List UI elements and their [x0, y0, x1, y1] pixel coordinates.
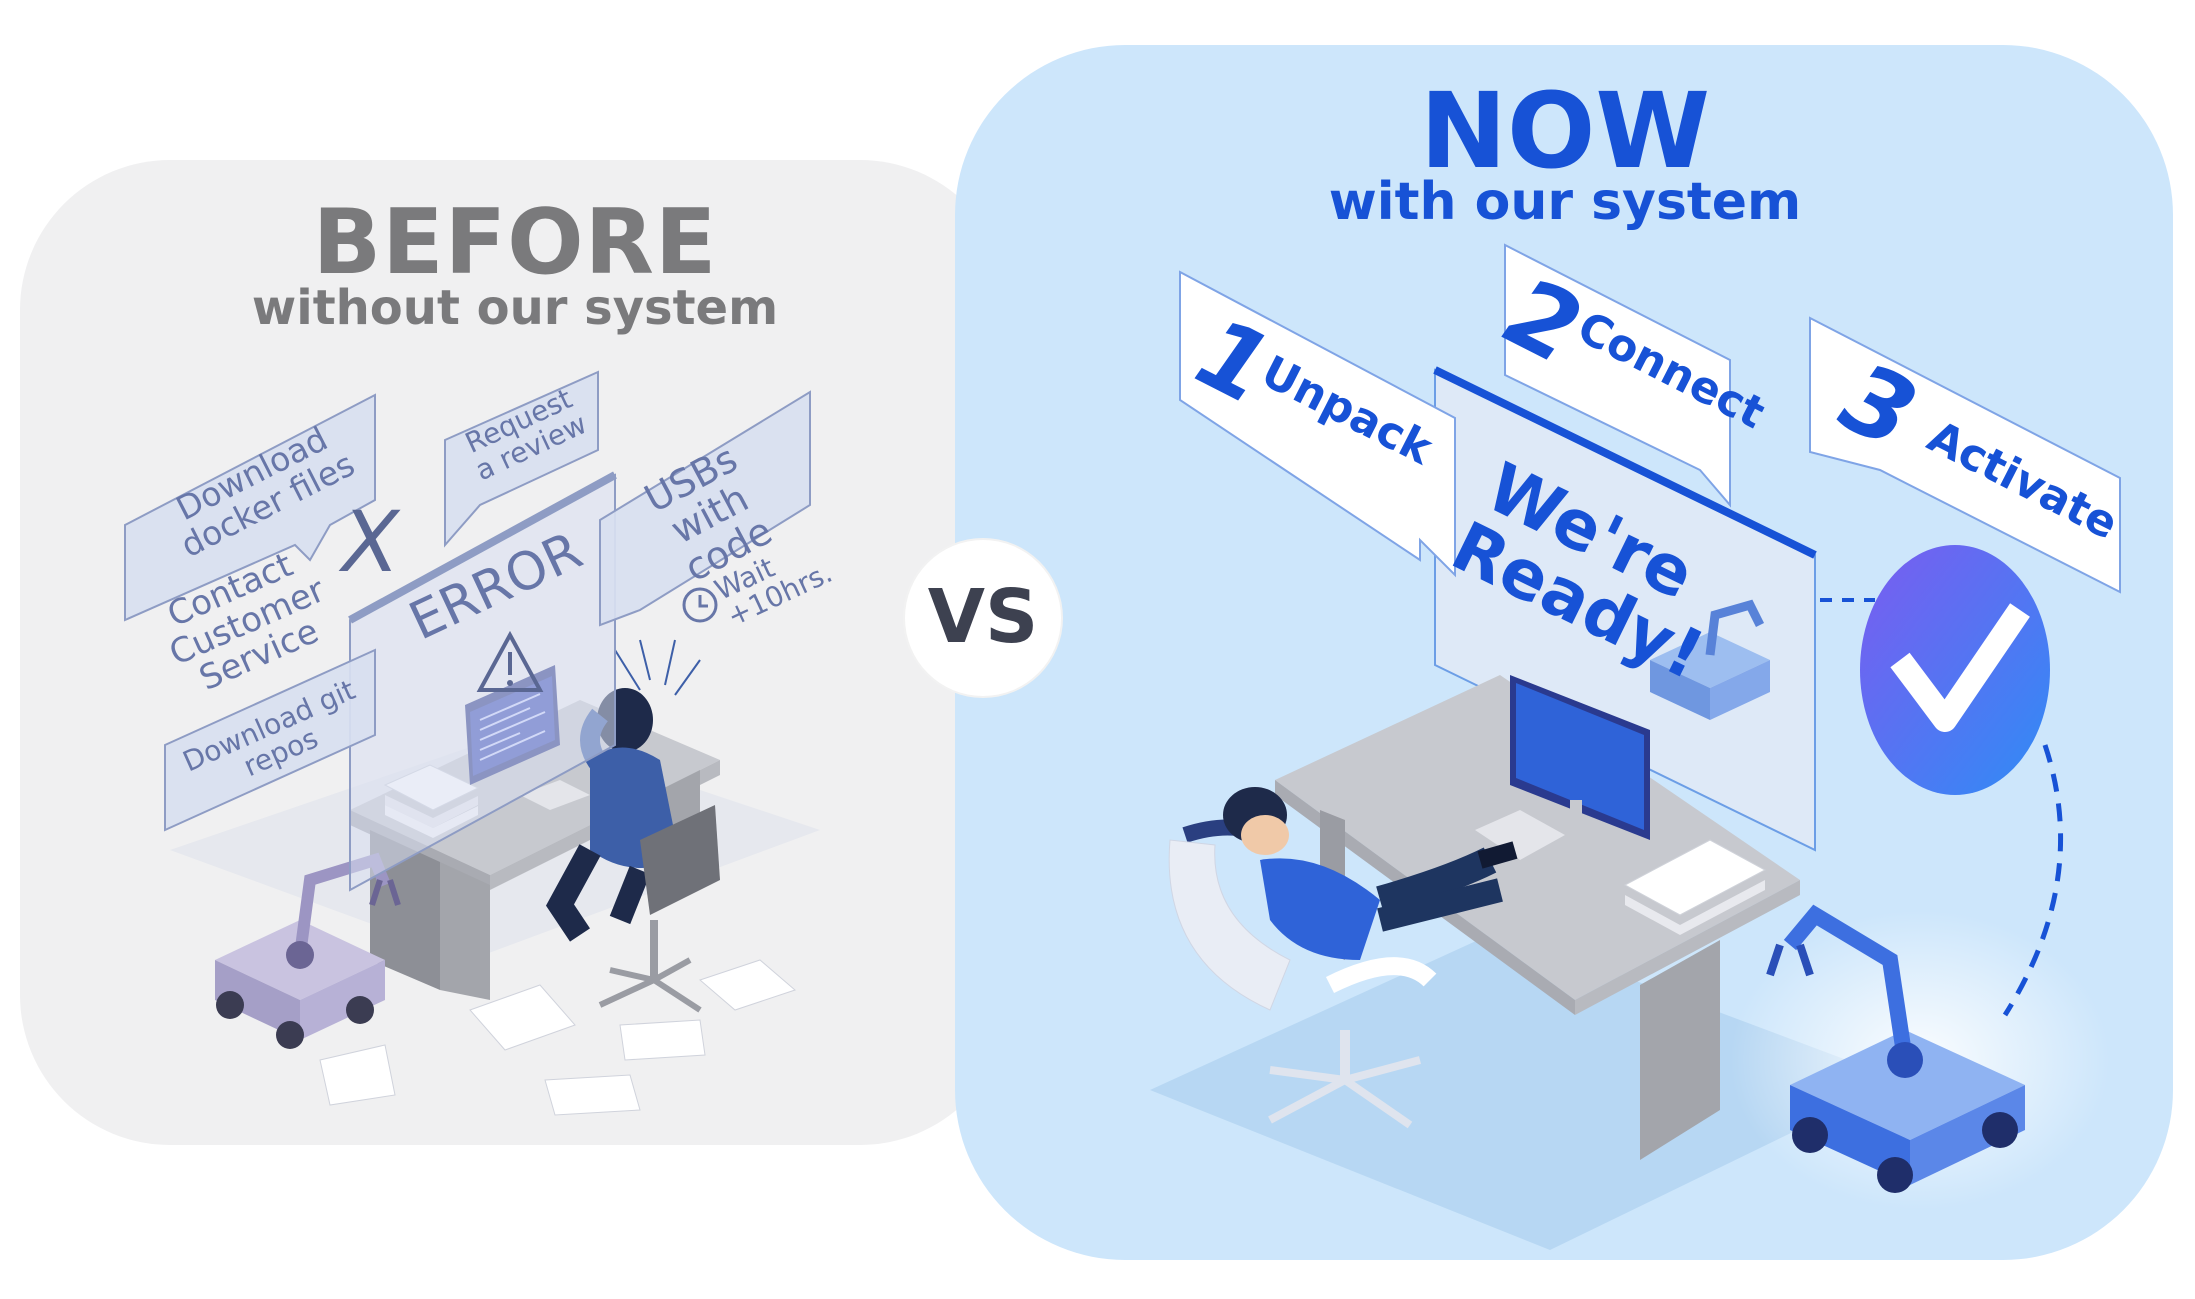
paper-sheet: [319, 1044, 396, 1106]
keyboard: [520, 780, 590, 810]
relaxed-person: [1182, 787, 1518, 960]
warning-icon: [476, 630, 544, 692]
bubble-request-review: [444, 370, 599, 548]
now-subtitle: with our system: [1328, 172, 1802, 232]
now-chair: [1168, 839, 1437, 1129]
paper-sheet: [699, 959, 796, 1011]
check-circle-icon: [1860, 545, 2050, 795]
bubble-git: [164, 648, 376, 832]
keyboard: [1475, 810, 1565, 860]
step-2-flag: [1504, 243, 1731, 508]
now-scene: [1150, 243, 2121, 1250]
step-3-flag: [1809, 316, 2121, 594]
before-chair: [598, 805, 720, 1013]
now-monitor: [1475, 675, 1650, 860]
before-robot: [215, 852, 401, 1049]
vs-label: VS: [927, 574, 1039, 660]
check-icon: [1890, 603, 2030, 732]
clock-icon: [682, 587, 718, 623]
dashed-connector: [2002, 744, 2064, 1017]
bubble-usbs: [599, 390, 811, 627]
now-robot: [1730, 904, 2110, 1210]
now-title: NOW: [1419, 70, 1711, 192]
window-robot-icon: [1650, 599, 1770, 720]
bubble-download-docker: [124, 393, 376, 622]
before-scene: [124, 370, 820, 1116]
now-paper-stack: [1623, 839, 1767, 935]
vs-badge: [905, 540, 1061, 696]
step-1-flag: [1179, 270, 1456, 578]
before-title: BEFORE: [312, 190, 718, 295]
before-subtitle: without our system: [251, 280, 779, 336]
paper-sheet: [619, 1019, 706, 1061]
paper-sheet: [544, 1074, 641, 1116]
paper-sheet: [469, 984, 576, 1051]
